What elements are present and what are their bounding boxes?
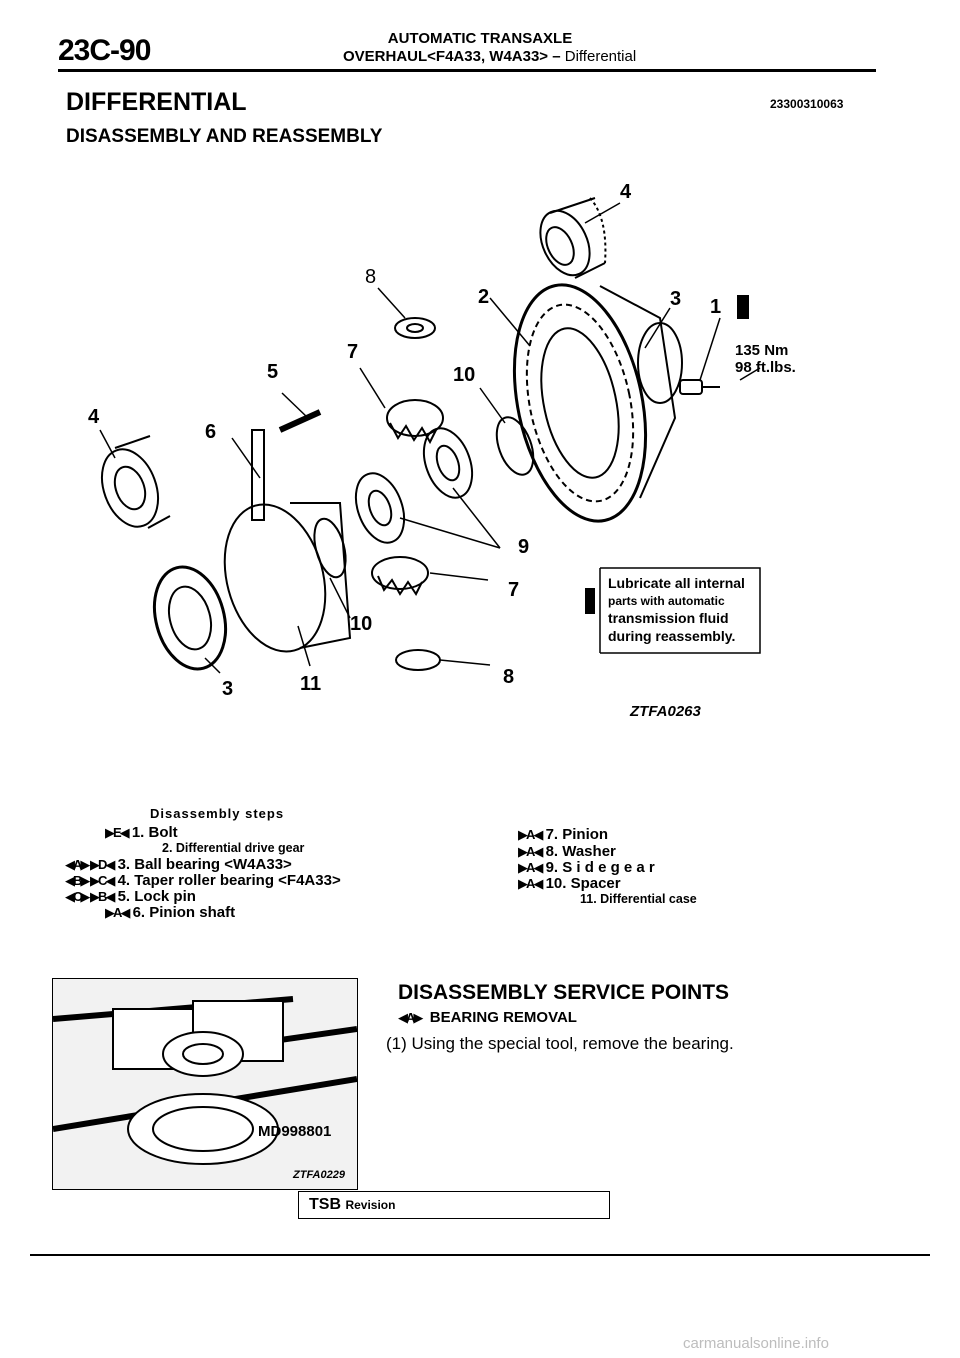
- page-code: 23C-90: [58, 34, 151, 67]
- callout-label: 10: [350, 613, 372, 635]
- step-item: 11. Differential case: [580, 892, 697, 906]
- note-line: Lubricate all internal: [608, 575, 745, 591]
- service-symbol: ◀A▶: [398, 1010, 423, 1025]
- exploded-diagram: 4 8 2 3 1 7 5 10 4 6 9 7 10 3 11 8 135 N…: [88, 181, 796, 720]
- photo-figure-code: ZTFA0229: [292, 1169, 346, 1181]
- callout-label: 7: [347, 341, 358, 363]
- lower-pinion-part: [371, 556, 429, 596]
- oil-can-icon: [585, 588, 595, 614]
- footer-watermark: carmanualsonline.info: [683, 1335, 829, 1352]
- header-subtitle: OVERHAUL<F4A33, W4A33> – Differential: [343, 48, 636, 65]
- section-title: DIFFERENTIAL: [66, 88, 247, 116]
- callout-label: 3: [222, 678, 233, 700]
- step-item: ▶A◀ 7. Pinion: [518, 826, 609, 843]
- header-subtitle-prefix: OVERHAUL<F4A33, W4A33> –: [343, 48, 561, 65]
- footer-rule: [30, 1254, 930, 1256]
- callout-label: 10: [453, 364, 475, 386]
- step-item: ▶A◀ 9. S i d e g e a r: [518, 859, 655, 876]
- bearing-removal-title: ◀A▶ BEARING REMOVAL: [398, 1009, 577, 1026]
- upper-washer-part: [394, 317, 436, 339]
- bolt-part: [679, 295, 749, 395]
- header-title: AUTOMATIC TRANSAXLE: [387, 30, 573, 47]
- callout-label: 1: [710, 296, 721, 318]
- note-line: transmission fluid: [608, 610, 729, 626]
- bearing-removal-text: (1) Using the special tool, remove the b…: [386, 1034, 734, 1053]
- callout-label: 7: [508, 579, 519, 601]
- lubrication-note: Lubricate all internal parts with automa…: [585, 567, 761, 654]
- step-item: ▶A◀ 8. Washer: [518, 843, 616, 860]
- callout-label: 4: [620, 181, 632, 203]
- section-code: 23300310063: [770, 97, 844, 111]
- callout-label: 6: [205, 421, 216, 443]
- note-line: during reassembly.: [608, 628, 735, 644]
- step-item: 2. Differential drive gear: [162, 841, 305, 855]
- torque-nm: 135 Nm: [735, 342, 788, 359]
- tsb-sub: Revision: [345, 1198, 396, 1212]
- tsb-label: TSB: [309, 1196, 341, 1213]
- step-item: ▶E◀ 1. Bolt: [105, 824, 178, 841]
- service-points-title: DISASSEMBLY SERVICE POINTS: [398, 981, 730, 1004]
- step-item: ▶A◀ 6. Pinion shaft: [105, 904, 236, 921]
- upper-pinion-part: [386, 399, 444, 445]
- tsb-revision-box: TSB Revision: [298, 1191, 610, 1219]
- steps-title: Disassembly steps: [150, 806, 285, 821]
- diagram-figure-code: ZTFA0263: [629, 703, 702, 720]
- callout-label: 8: [365, 266, 376, 288]
- callout-label: 2: [478, 286, 489, 308]
- callout-label: 8: [503, 666, 514, 688]
- callout-label: 4: [88, 406, 100, 428]
- lock-pin-part: [278, 409, 322, 433]
- step-item: ◀C▶ ▶B◀ 5. Lock pin: [65, 888, 196, 905]
- header-subtitle-suffix: Differential: [564, 48, 637, 65]
- upper-spacer-part: [495, 416, 535, 476]
- left-spacer-part: [313, 517, 347, 579]
- top-bearing-part: [539, 197, 607, 279]
- callout-label: 11: [300, 673, 321, 695]
- tool-label: MD998801: [258, 1123, 331, 1140]
- step-item: ▶A◀ 10. Spacer: [518, 875, 621, 892]
- drive-gear-part: [512, 283, 683, 523]
- header-rule: [58, 69, 876, 72]
- callout-label: 3: [670, 288, 681, 310]
- callout-label: 5: [267, 361, 278, 383]
- left-bearing-part: [100, 435, 171, 529]
- section-subtitle: DISASSEMBLY AND REASSEMBLY: [66, 126, 383, 147]
- step-item: ◀B▶ ▶C◀ 4. Taper roller bearing <F4A33>: [65, 872, 341, 889]
- leader-lines: [99, 202, 761, 674]
- lower-washer-part: [395, 649, 441, 671]
- note-line: parts with automatic: [608, 594, 725, 608]
- torque-ftlbs: 98 ft.lbs.: [735, 359, 796, 376]
- bearing-removal-photo: MD998801 ZTFA0229: [52, 978, 358, 1190]
- callout-label: 9: [518, 536, 529, 558]
- pinion-shaft-part: [251, 429, 265, 521]
- step-item: ◀A▶ ▶D◀ 3. Ball bearing <W4A33>: [65, 856, 292, 873]
